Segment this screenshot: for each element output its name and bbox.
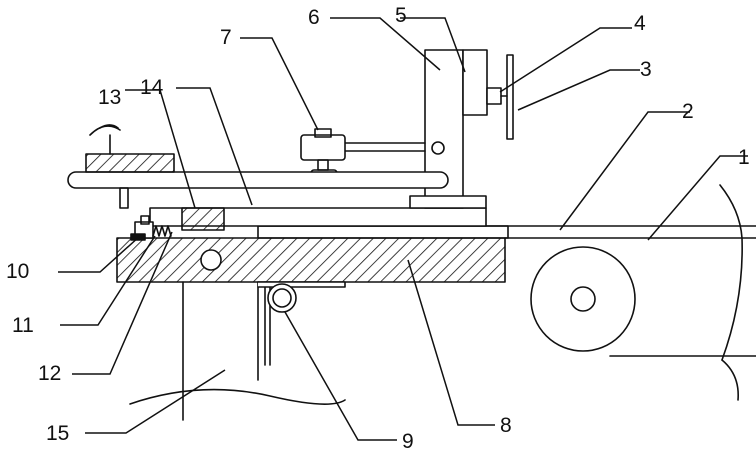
label-10: 10 — [6, 260, 29, 283]
motor-housing — [463, 50, 487, 115]
label-8: 8 — [500, 414, 512, 437]
drive-belt — [68, 172, 448, 188]
hatched-block — [182, 208, 224, 230]
clamp-stem — [318, 160, 328, 170]
housing-break-line — [130, 390, 345, 405]
drive-gear — [86, 154, 174, 172]
label-13: 13 — [98, 86, 121, 109]
grinding-disc — [507, 55, 513, 139]
clamp-head — [301, 135, 345, 160]
gear-shaft — [120, 188, 128, 208]
label-1: 1 — [738, 146, 750, 169]
label-11: 11 — [12, 314, 34, 337]
callout-labels: 1 2 3 4 5 6 7 13 14 10 11 12 15 9 8 — [6, 4, 750, 453]
hatched-base — [117, 238, 505, 282]
conveyor-roller — [531, 247, 635, 351]
slide-plate — [258, 226, 508, 238]
label-2: 2 — [682, 100, 694, 123]
label-14: 14 — [140, 76, 164, 99]
roller-axle — [571, 287, 595, 311]
base-hole — [201, 250, 221, 270]
column-base — [410, 196, 486, 208]
label-12: 12 — [38, 362, 61, 385]
label-6: 6 — [308, 6, 320, 29]
spring — [153, 226, 171, 236]
label-9: 9 — [402, 430, 414, 453]
label-3: 3 — [640, 58, 652, 81]
label-15: 15 — [46, 422, 69, 445]
label-4: 4 — [634, 12, 646, 35]
label-7: 7 — [220, 26, 232, 49]
label-5: 5 — [395, 4, 407, 27]
motor-shaft — [487, 88, 501, 104]
